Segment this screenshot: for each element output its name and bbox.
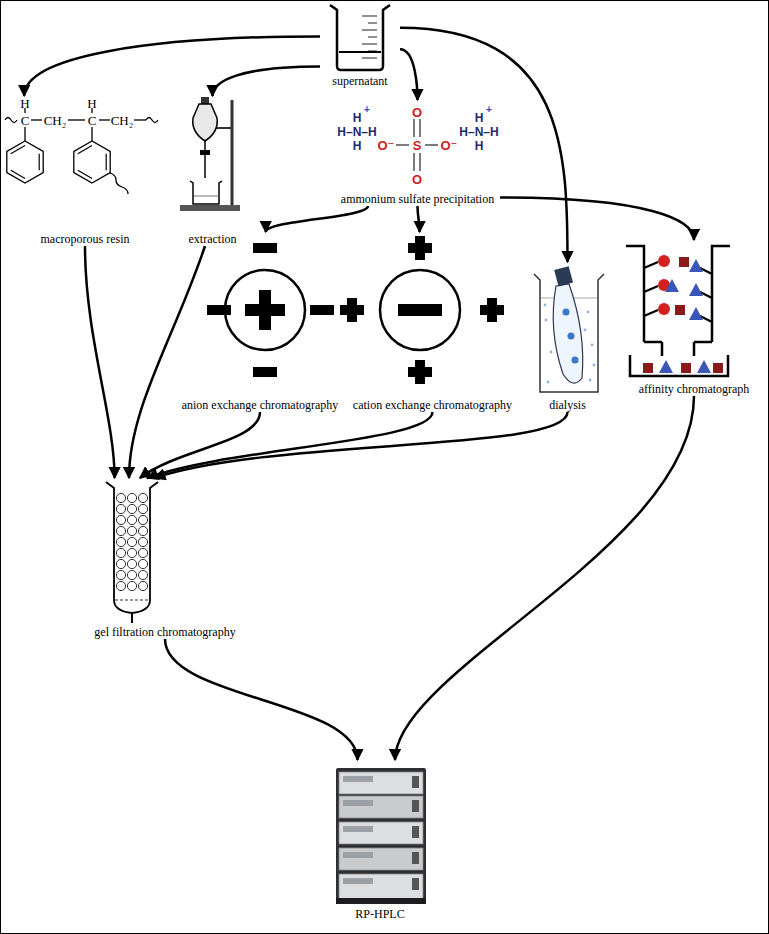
node-label: ammonium sulfate precipitation — [335, 192, 500, 206]
flow-arrow — [213, 67, 321, 97]
illustration — [165, 232, 355, 398]
chemical-symbol: O — [412, 106, 422, 119]
flow-arrow — [140, 412, 260, 478]
chemical-symbol: C — [88, 114, 97, 127]
node-label: RP-HPLC — [305, 907, 455, 921]
node-label: extraction — [175, 232, 250, 246]
gel-column-node: gel filtration chromatography — [75, 478, 255, 639]
illustration — [75, 478, 255, 625]
anion-node: anion exchange chromatography — [165, 232, 355, 412]
chemical-symbol: + — [364, 105, 370, 115]
hplc-node: RP-HPLC — [305, 760, 455, 921]
chemical-symbol: O⁻ — [441, 139, 458, 152]
affinity-node: affinity chromatograph — [620, 240, 768, 396]
chemical-symbol: C — [21, 114, 30, 127]
node-label: macroporous resin — [5, 232, 165, 246]
chemical-symbol: H–N–H — [337, 126, 376, 138]
node-label: supernatant — [320, 74, 400, 88]
illustration — [305, 760, 455, 907]
chemical-symbol: H — [353, 140, 362, 152]
chemical-symbol: O — [412, 173, 422, 186]
chemical-symbol: H — [87, 97, 96, 110]
chemical-symbol: CH₂ — [44, 114, 67, 127]
flow-arrow — [266, 206, 368, 232]
node-label: gel filtration chromatography — [75, 625, 255, 639]
beaker-node: supernatant — [320, 2, 400, 88]
node-label: affinity chromatograph — [620, 382, 768, 396]
chemical-symbol: H — [475, 112, 484, 124]
flow-arrow — [154, 412, 567, 478]
cation-node: cation exchange chromatography — [340, 232, 525, 412]
chemical-symbol: O⁻ — [378, 139, 395, 152]
chemical-symbol: H — [20, 97, 29, 110]
chemical-symbol: H — [353, 112, 362, 124]
chemical-symbol: H — [475, 140, 484, 152]
flow-arrow — [418, 206, 420, 232]
flow-arrow — [165, 639, 358, 760]
flow-arrow — [395, 396, 694, 760]
flow-arrow — [400, 49, 418, 100]
flow-arrow — [400, 28, 568, 262]
flow-arrow — [500, 198, 694, 241]
extraction-node: extraction — [175, 96, 250, 246]
illustration — [340, 232, 525, 398]
node-label: anion exchange chromatography — [165, 398, 355, 412]
chemical-symbol: S — [413, 139, 422, 152]
chemical-symbol: + — [486, 105, 492, 115]
illustration — [320, 2, 400, 74]
illustration — [175, 96, 250, 232]
node-label: cation exchange chromatography — [340, 398, 525, 412]
chemical-symbol: CH₂ — [111, 114, 134, 127]
flow-arrow — [85, 246, 115, 478]
node-label: dialysis — [530, 398, 605, 412]
dialysis-node: dialysis — [530, 262, 605, 412]
flow-arrow — [24, 36, 320, 96]
illustration — [530, 262, 605, 398]
flow-arrow — [129, 246, 205, 478]
chemical-symbol: H–N–H — [459, 126, 498, 138]
illustration — [620, 240, 768, 382]
